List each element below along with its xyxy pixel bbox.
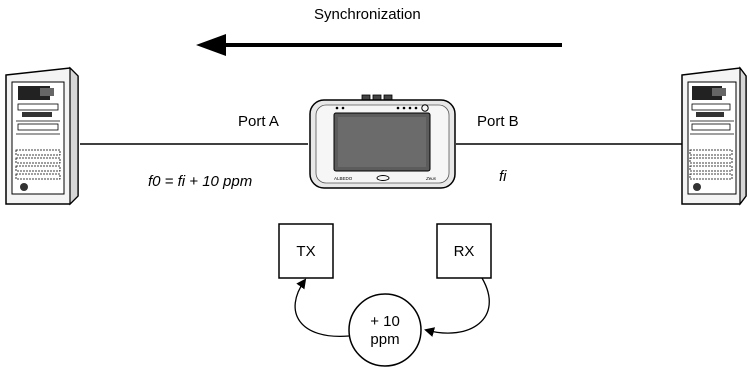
port-b-label: Port B [477,113,519,130]
device-brand-label: ALBEDO [334,176,353,181]
formula-right-label: fi [499,168,507,185]
test-device-icon: ALBEDO Zeus [309,94,456,189]
ppm-offset-circle [348,293,422,367]
tx-box [278,223,334,279]
formula-left-label: f0 = fi + 10 ppm [148,173,253,190]
tx-label: TX [296,242,316,260]
left-server-icon [5,66,79,206]
port-a-label: Port A [238,113,279,130]
rx-label: RX [453,242,475,260]
ppm-to-tx-arrow [294,278,350,337]
device-model-label: Zeus [425,176,437,181]
rx-box [436,223,492,279]
sync-arrow [196,34,562,56]
synchronization-label: Synchronization [314,6,421,23]
rx-to-ppm-arrow [424,277,490,337]
ppm-value-label: + 10 [370,313,400,330]
ppm-unit-label: ppm [370,331,400,348]
right-server-icon [681,66,747,206]
